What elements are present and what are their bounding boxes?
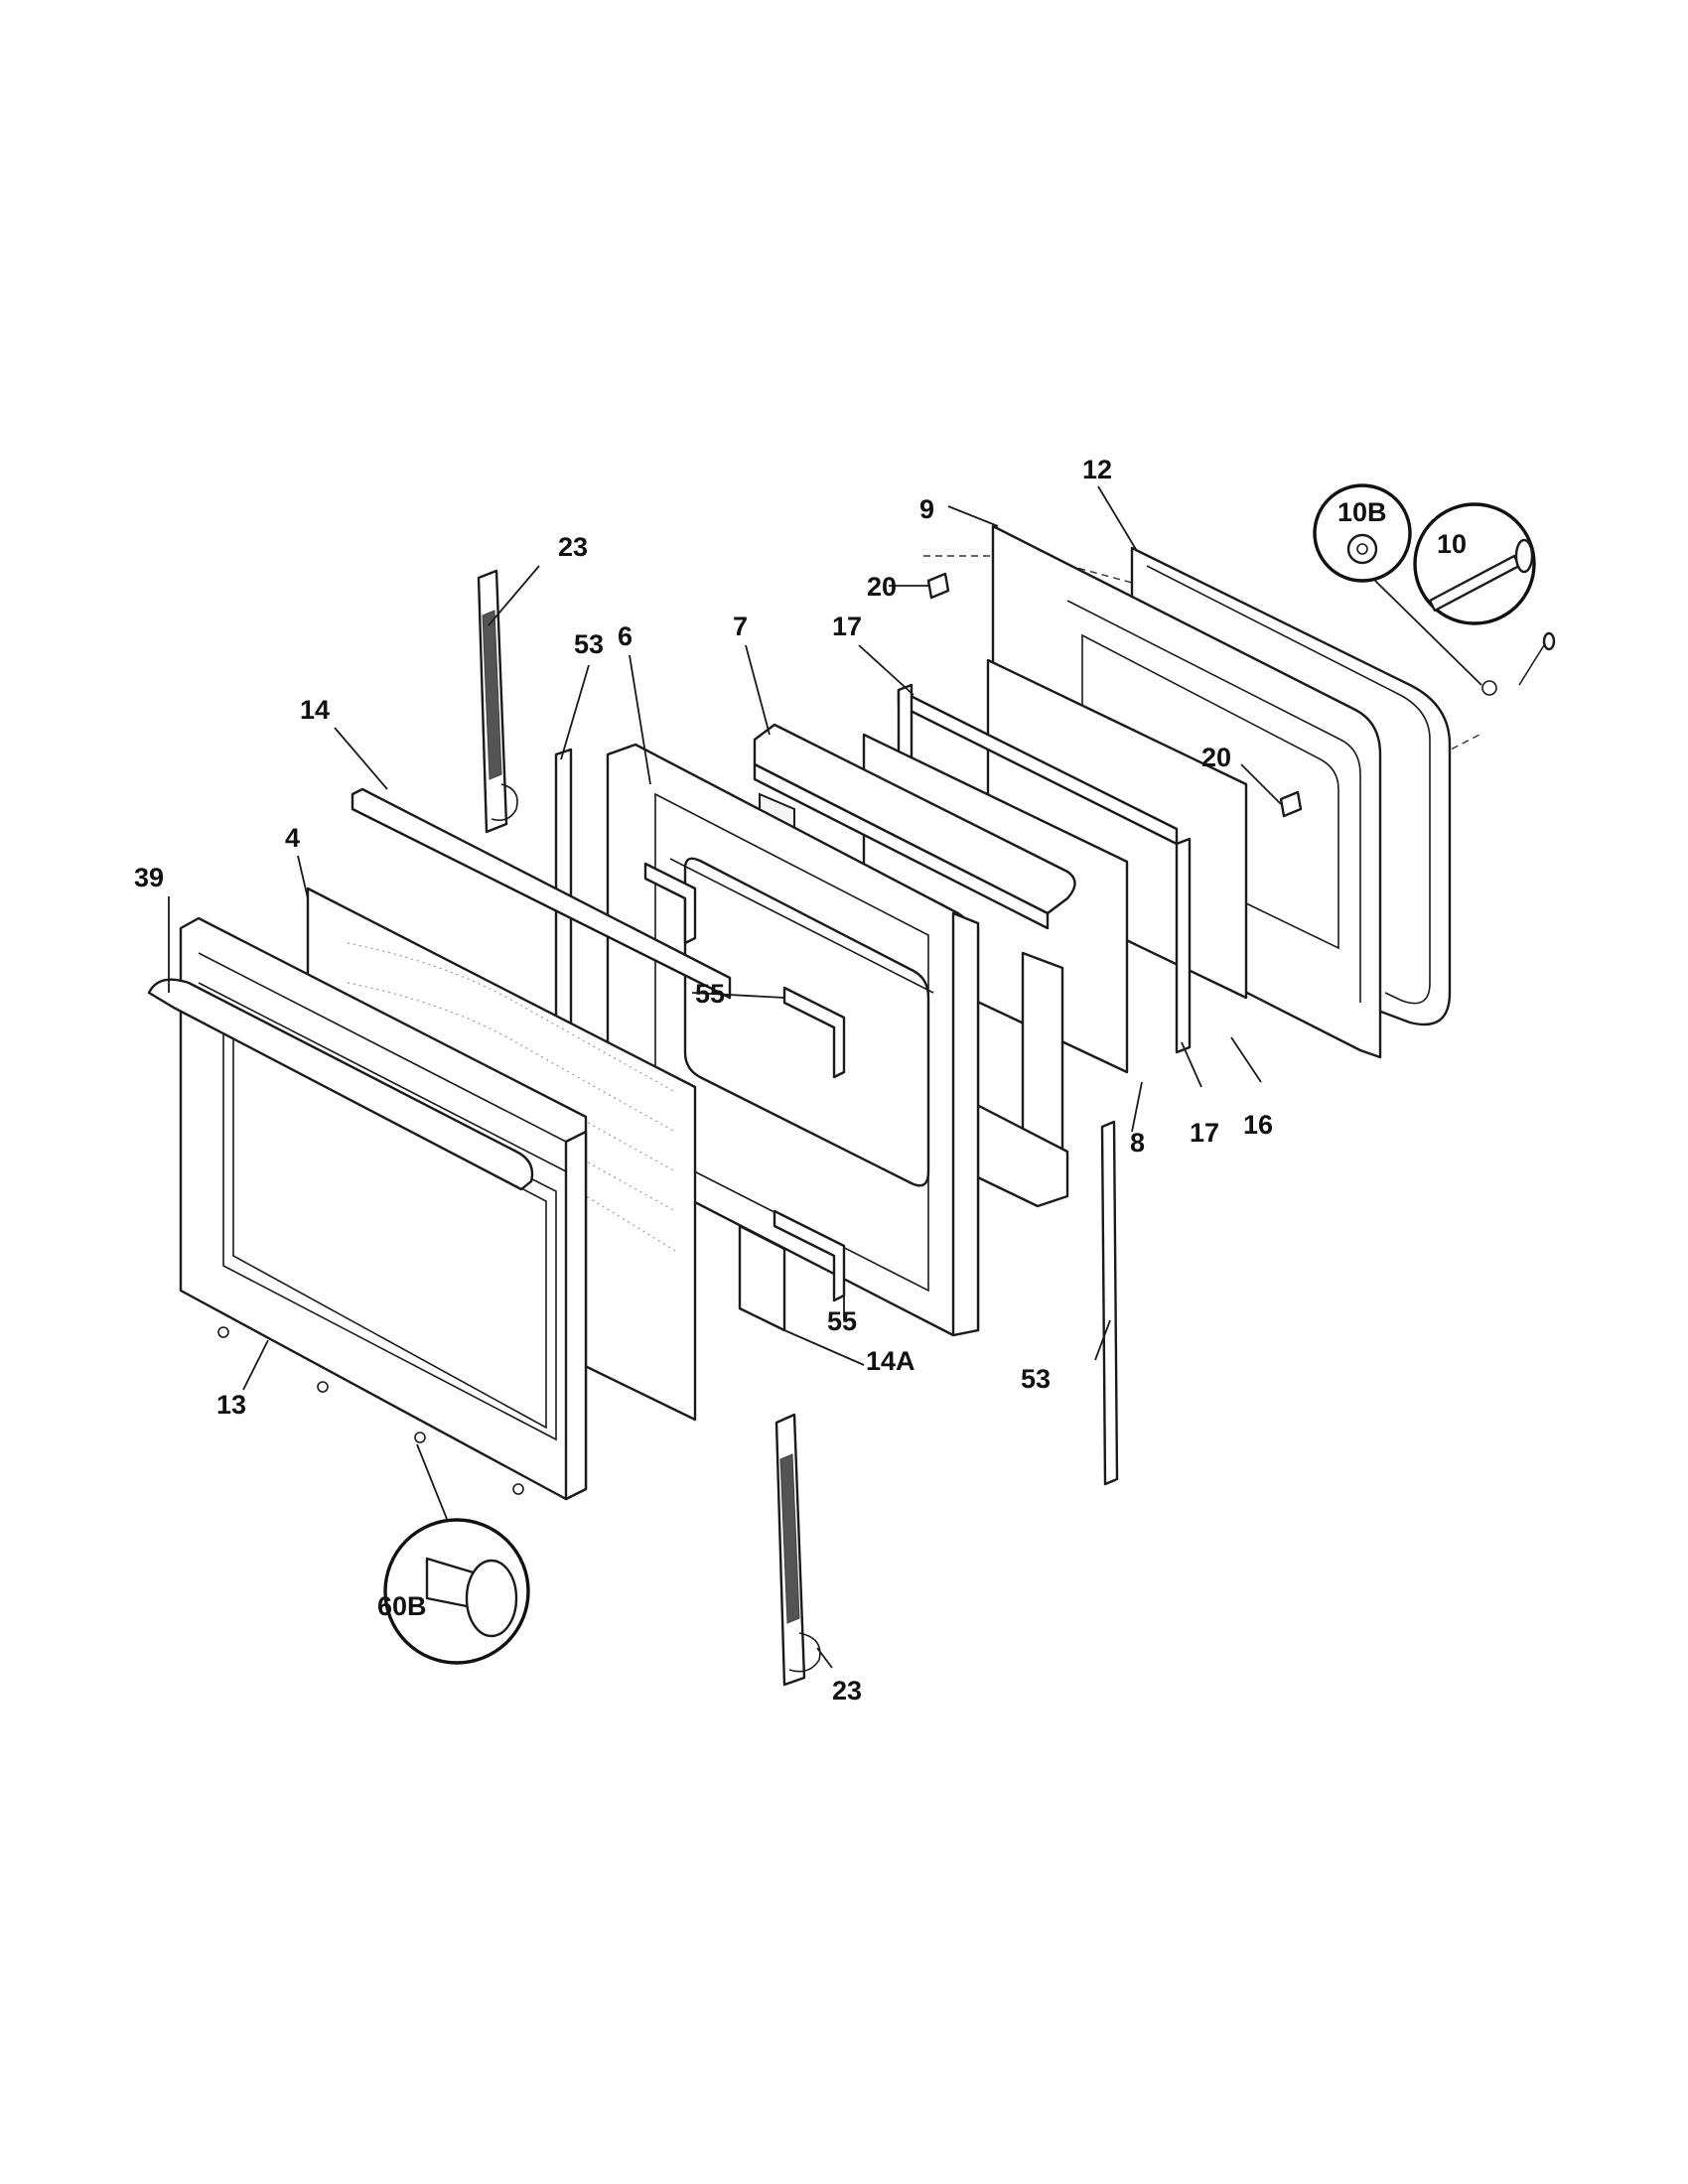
callout-7: 7 (733, 612, 748, 641)
detail-circle-60B (383, 1518, 530, 1665)
callout-14: 14 (300, 695, 330, 725)
callout-53-top: 53 (574, 629, 604, 659)
callout-8: 8 (1130, 1128, 1145, 1158)
detail-circle-10B (1313, 483, 1412, 583)
part-39-handle (147, 978, 534, 1191)
callout-60B: 60B (377, 1591, 427, 1621)
callout-10: 10 (1437, 529, 1467, 559)
part-14-top-strip (351, 787, 732, 1000)
detail-circle-10 (1413, 502, 1536, 625)
callout-53-bottom: 53 (1021, 1364, 1051, 1394)
callout-55-top: 55 (695, 979, 725, 1009)
callout-13: 13 (216, 1390, 246, 1420)
part-20-clip-right (1279, 790, 1303, 818)
callout-17-bottom: 17 (1190, 1118, 1219, 1148)
part-55-bracket-top (643, 862, 846, 1079)
part-23-hinge-top (477, 569, 518, 834)
part-23-hinge-bottom (774, 1413, 821, 1687)
callout-12: 12 (1082, 455, 1112, 484)
callout-55-bottom: 55 (827, 1306, 857, 1336)
screw-set (217, 1326, 524, 1495)
part-6-door-frame (606, 743, 980, 1337)
callout-14A: 14A (866, 1346, 915, 1376)
callout-17-top: 17 (832, 612, 862, 641)
part-55-bracket-bottom (773, 1209, 846, 1302)
part-10-screw-small (1481, 631, 1556, 696)
callout-20-top: 20 (867, 572, 897, 602)
part-20-clip-top (926, 572, 950, 600)
leader-lines (168, 485, 1482, 1669)
callout-9: 9 (919, 494, 934, 524)
callout-23-bottom: 23 (832, 1676, 862, 1706)
callout-10B: 10B (1337, 497, 1387, 527)
callout-20-right: 20 (1201, 743, 1231, 772)
callout-4: 4 (285, 823, 300, 853)
callout-39: 39 (134, 863, 164, 892)
callout-23-top: 23 (558, 532, 588, 562)
callout-16: 16 (1243, 1110, 1273, 1140)
part-53-side-strip-bottom (1100, 1120, 1119, 1486)
callout-6: 6 (618, 621, 633, 651)
